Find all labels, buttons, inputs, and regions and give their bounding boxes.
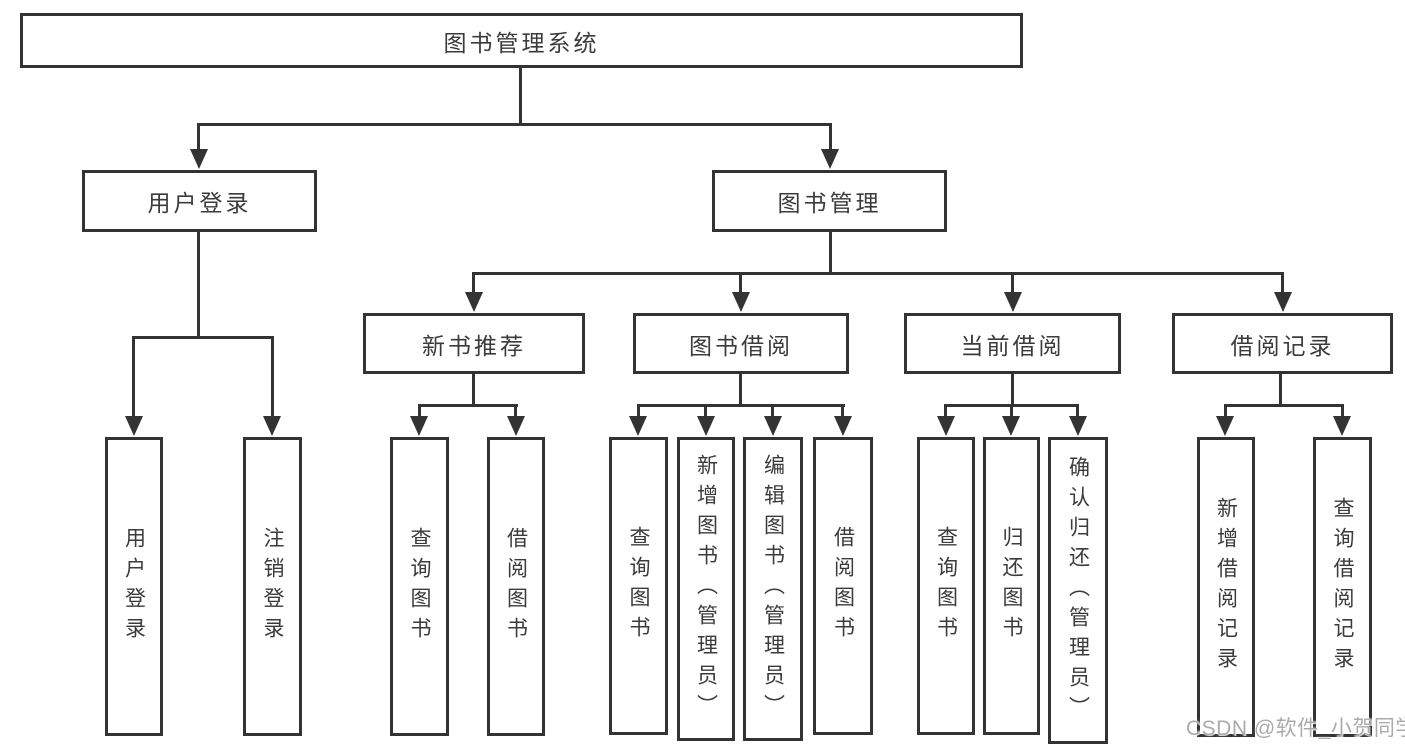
connector-stem-add-book: [704, 404, 707, 420]
node-label: 借阅图书: [504, 526, 528, 647]
connector-user-login-down: [197, 232, 200, 339]
node-label: 当前借阅: [960, 332, 1065, 359]
connector-stem-query-books-1: [418, 404, 421, 420]
arrow-to-add-record: [1216, 416, 1234, 436]
arrow-to-borrow-books-2: [834, 416, 852, 436]
arrow-to-borrow-records: [1274, 292, 1292, 312]
connector-borrow-records-split: [1224, 404, 1344, 407]
connector-stem-borrow-books-1: [514, 404, 517, 420]
node-label: 注销登录: [261, 526, 284, 647]
arrow-to-return-book: [1002, 416, 1020, 436]
connector-stem-borrow-books-2: [841, 404, 844, 420]
connector-level2-split: [472, 272, 1284, 275]
arrow-to-query-books-3: [937, 416, 955, 436]
node-add-book-admin: 新增图书（管理员）: [677, 437, 735, 741]
connector-stem-borrow-records: [1281, 272, 1284, 295]
node-query-books-2: 查询图书: [609, 437, 668, 735]
connector-stem-query-books-2: [637, 404, 640, 420]
node-label: 用户登录: [147, 190, 252, 216]
node-label: 新书推荐: [422, 332, 526, 359]
arrow-to-query-record: [1333, 416, 1351, 436]
connector-stem-query-books-3: [944, 404, 947, 420]
connector-book-management-down: [829, 232, 832, 275]
connector-current-borrow-down: [1011, 374, 1014, 407]
connector-stem-logout-action: [271, 336, 274, 418]
node-borrow-records: 借阅记录: [1172, 313, 1393, 374]
connector-user-login-split: [132, 336, 274, 339]
connector-stem-book-management: [829, 123, 832, 153]
arrow-to-query-books-2: [629, 416, 647, 436]
connector-root-stem: [519, 68, 522, 126]
connector-stem-query-record: [1341, 404, 1344, 420]
connector-new-book-down: [472, 374, 475, 407]
connector-stem-add-record: [1224, 404, 1227, 420]
arrow-to-query-books-1: [410, 416, 428, 436]
node-label: 图书管理系统: [443, 29, 600, 56]
node-edit-book-admin: 编辑图书（管理员）: [743, 437, 803, 741]
node-user-login: 用户登录: [82, 170, 317, 232]
arrow-to-user-login: [190, 149, 208, 169]
node-borrow-books-1: 借阅图书: [487, 437, 545, 736]
node-query-books-1: 查询图书: [390, 437, 449, 736]
node-label: 图书借阅: [689, 332, 793, 359]
node-borrow-books-2: 借阅图书: [813, 437, 873, 735]
arrow-to-edit-book: [764, 416, 782, 436]
node-query-books-3: 查询图书: [917, 437, 975, 735]
arrow-to-confirm-return: [1069, 416, 1087, 436]
connector-stem-return-book: [1010, 404, 1013, 420]
connector-new-book-split: [418, 404, 518, 407]
node-logout-action: 注销登录: [243, 437, 302, 736]
connector-borrow-records-down: [1279, 374, 1282, 407]
node-library-management-system: 图书管理系统: [20, 13, 1023, 68]
node-label: 查询借阅记录: [1331, 497, 1354, 677]
connector-book-borrow-split: [637, 404, 845, 407]
node-add-borrow-record: 新增借阅记录: [1197, 437, 1255, 737]
connector-stem-current-borrow: [1011, 272, 1014, 295]
node-label: 查询图书: [408, 526, 431, 647]
connector-stem-book-borrow: [739, 272, 742, 295]
connector-stem-confirm-return: [1076, 404, 1079, 420]
node-label: 新增图书（管理员）: [694, 454, 718, 724]
connector-stem-user-login: [197, 123, 200, 153]
node-return-book: 归还图书: [983, 437, 1040, 735]
node-label: 借阅记录: [1230, 332, 1335, 359]
node-book-borrow: 图书借阅: [633, 313, 849, 374]
node-label: 归还图书: [1000, 526, 1023, 646]
arrow-to-book-management: [821, 149, 839, 169]
connector-stem-edit-book: [771, 404, 774, 420]
node-label: 用户登录: [122, 526, 146, 647]
node-query-borrow-record: 查询借阅记录: [1313, 437, 1372, 737]
node-label: 查询图书: [934, 526, 958, 646]
arrow-to-add-book: [697, 416, 715, 436]
arrow-to-logout-action: [263, 416, 281, 436]
node-label: 查询图书: [627, 526, 650, 646]
node-label: 编辑图书（管理员）: [761, 454, 785, 724]
node-label: 图书管理: [777, 190, 882, 216]
arrow-to-book-borrow: [732, 292, 750, 312]
connector-stem-new-book: [472, 272, 475, 295]
node-book-management: 图书管理: [712, 170, 947, 232]
arrow-to-login-action: [125, 416, 143, 436]
node-label: 确认归还（管理员）: [1066, 455, 1090, 726]
node-current-borrow: 当前借阅: [904, 313, 1121, 374]
node-confirm-return-admin: 确认归还（管理员）: [1048, 437, 1108, 744]
arrow-to-new-book: [465, 292, 483, 312]
arrow-to-current-borrow: [1004, 292, 1022, 312]
node-user-login-action: 用户登录: [105, 437, 163, 736]
arrow-to-borrow-books-1: [507, 416, 525, 436]
connector-stem-login-action: [132, 336, 135, 418]
csdn-watermark: CSDN @软件_小贺同学: [1186, 717, 1405, 740]
node-label: 借阅图书: [831, 526, 855, 646]
connector-level1-split: [197, 123, 832, 126]
node-new-book-recommend: 新书推荐: [363, 313, 585, 374]
node-label: 新增借阅记录: [1214, 497, 1238, 677]
connector-book-borrow-down: [739, 374, 742, 407]
